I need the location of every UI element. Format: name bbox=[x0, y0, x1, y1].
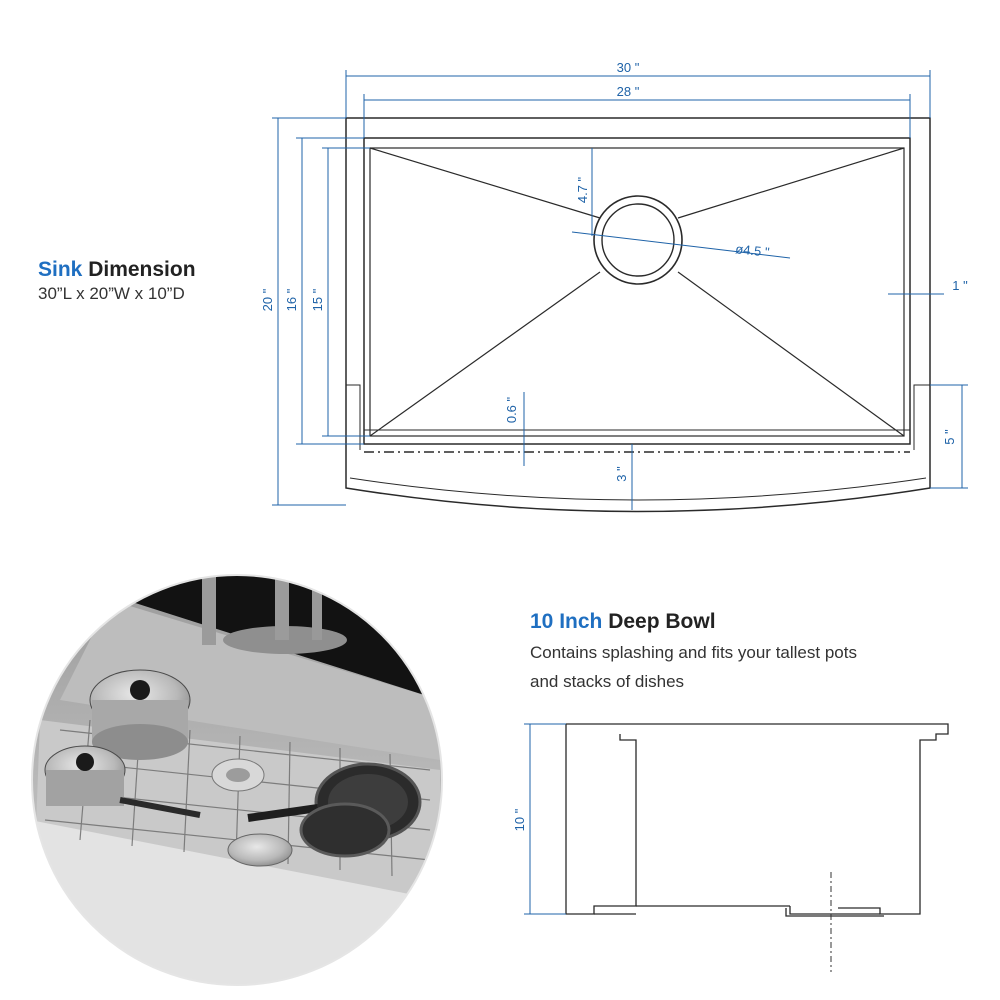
dim-label-1: 1 " bbox=[952, 278, 968, 293]
sink-dimension-subtitle: 30”L x 20”W x 10”D bbox=[38, 284, 185, 303]
deep-bowl-title-highlight: 10 Inch bbox=[530, 610, 603, 633]
sink-dimension-panel: Sink Dimension 30”L x 20”W x 10”D bbox=[38, 258, 258, 304]
dim-label-28: 28 " bbox=[617, 84, 640, 99]
sink-outer-outline bbox=[345, 117, 931, 513]
deep-bowl-panel: 10 Inch Deep Bowl Contains splashing and… bbox=[530, 610, 970, 696]
sink-apron-curve bbox=[349, 477, 927, 501]
deep-bowl-description-line-2: and stacks of dishes bbox=[530, 672, 685, 691]
sink-photo bbox=[32, 575, 442, 985]
sink-bowl bbox=[369, 147, 905, 437]
dim-label-5: 5 " bbox=[942, 429, 957, 445]
dim-label-drain-diameter: ø4.5 " bbox=[735, 241, 771, 260]
dim-label-10: 10 " bbox=[512, 808, 527, 831]
bowl-side-section bbox=[565, 723, 949, 917]
photo-frame bbox=[31, 574, 443, 986]
deep-bowl-description: Contains splashing and fits your tallest… bbox=[530, 638, 970, 696]
sink-rim bbox=[363, 137, 911, 445]
dimension-lines bbox=[272, 70, 968, 510]
dim-label-30: 30 " bbox=[617, 60, 640, 75]
dim-label-15: 15 " bbox=[310, 288, 325, 311]
sink-title-highlight: Sink bbox=[38, 258, 83, 281]
dim-label-0-6: 0.6 " bbox=[504, 396, 519, 423]
dim-label-16: 16 " bbox=[284, 288, 299, 311]
drain-slope-lines bbox=[369, 147, 905, 437]
deep-bowl-description-line-1: Contains splashing and fits your tallest… bbox=[530, 643, 857, 662]
sink-title-rest: Dimension bbox=[82, 258, 196, 281]
sink-dimension-title: Sink Dimension bbox=[38, 258, 258, 282]
dim-label-20: 20 " bbox=[260, 288, 275, 311]
deep-bowl-title: 10 Inch Deep Bowl bbox=[530, 610, 970, 634]
deep-bowl-title-rest: Deep Bowl bbox=[602, 610, 716, 633]
sink-top-view bbox=[345, 117, 931, 513]
dim-label-3: 3 " bbox=[614, 466, 629, 482]
dim-label-4-7: 4.7 " bbox=[575, 176, 590, 203]
